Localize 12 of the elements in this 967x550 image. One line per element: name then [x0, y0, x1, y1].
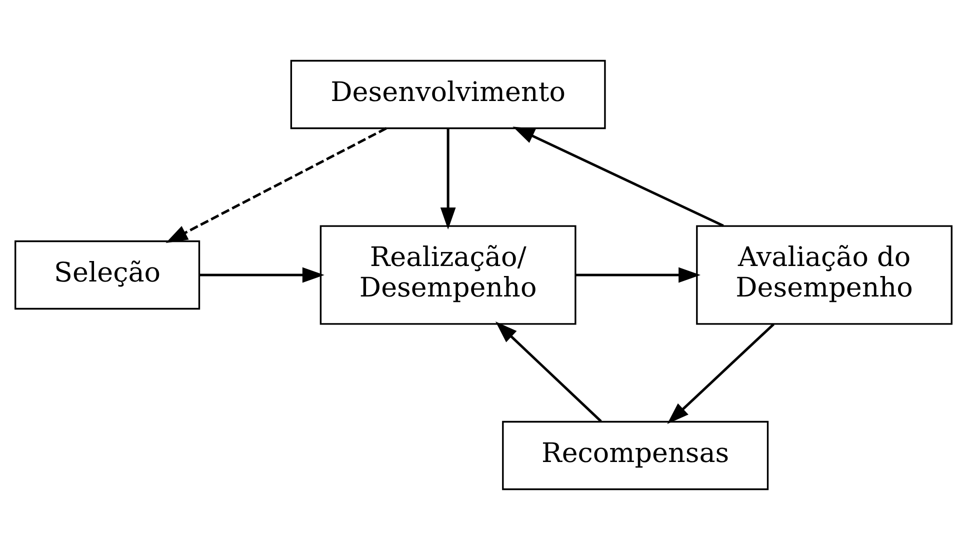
node-box: Recompensas [502, 420, 769, 490]
node-box: Desenvolvimento [290, 60, 606, 130]
node-box: Realização/ Desempenho [320, 225, 576, 325]
arrow [166, 127, 387, 243]
node-box: Avaliação do Desempenho [696, 225, 952, 325]
arrow [200, 267, 324, 283]
arrow [512, 126, 724, 227]
node-box: Seleção [14, 240, 200, 310]
arrow [667, 323, 775, 424]
arrow [495, 322, 602, 422]
arrow [576, 267, 701, 283]
arrow [440, 128, 456, 230]
